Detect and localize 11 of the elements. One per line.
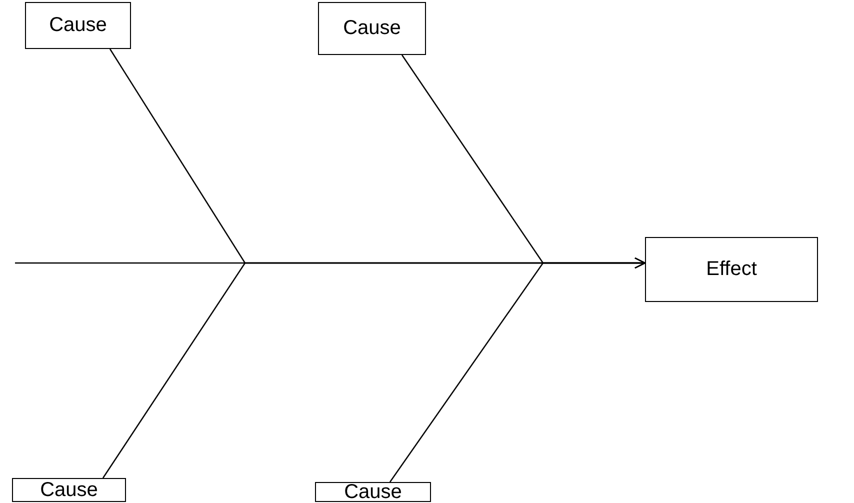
node-label: Cause: [49, 14, 107, 37]
cause-box: [318, 2, 426, 55]
effect-box: [645, 237, 818, 302]
node-label: Cause: [40, 478, 98, 502]
node-label: Cause: [343, 17, 401, 40]
cause-box: [12, 478, 126, 502]
node-label: Effect: [706, 258, 757, 281]
node-label: Cause: [344, 480, 402, 503]
cause-arrow: [389, 257, 646, 482]
cause-box: [315, 482, 431, 502]
cause-box: [25, 2, 131, 49]
